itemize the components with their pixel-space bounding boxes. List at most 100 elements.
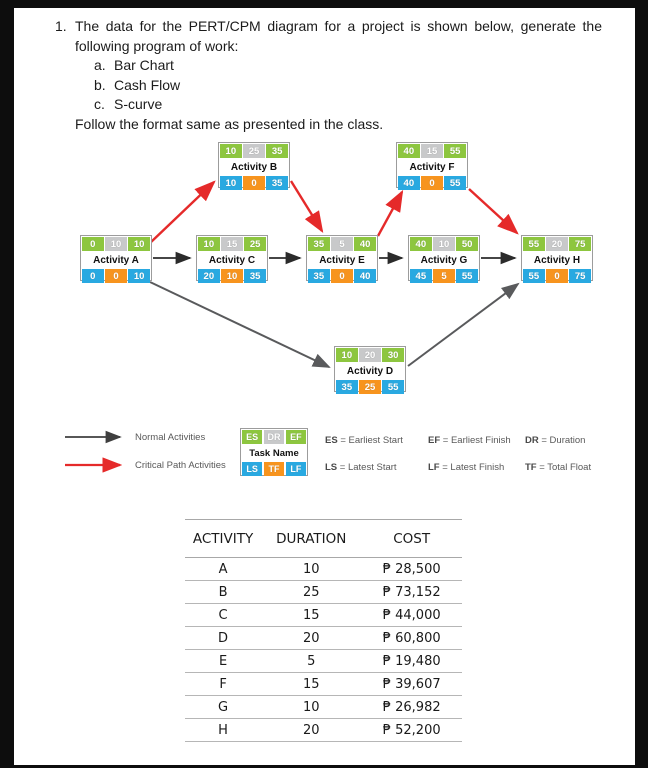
lf-cell: 75: [569, 269, 591, 283]
meaning: = Latest Finish: [439, 462, 505, 473]
activity-name: Activity G: [410, 252, 478, 268]
abbr: LS: [325, 462, 338, 473]
duration-cell: 20: [546, 237, 568, 251]
question-list: a. Bar Chart b. Cash Flow c. S-curve: [94, 56, 602, 115]
activity-node-d: 10 20 30 Activity D 35 25 55: [334, 346, 406, 394]
arrow-e-to-f-critical: [376, 189, 404, 237]
table-row: D 20 ₱ 60,800: [185, 626, 462, 650]
es-cell: 40: [398, 144, 420, 158]
question-block: 1. The data for the PERT/CPM diagram for…: [55, 17, 602, 134]
activity-node-e: 35 5 40 Activity E 35 0 40: [306, 235, 378, 283]
ls-cell: 45: [410, 269, 432, 283]
tf-cell: 0: [421, 176, 443, 190]
meaning: = Latest Start: [337, 462, 397, 473]
duration-cell: 20: [359, 348, 381, 362]
activity-cost-table: ACTIVITY DURATION COST A 10 ₱ 28,500 B 2…: [185, 519, 462, 742]
activity-cell: E: [185, 649, 262, 673]
cost-cell: ₱ 73,152: [361, 580, 462, 604]
ls-cell: LS: [242, 462, 263, 476]
arrow-b-to-e-critical: [289, 180, 324, 234]
list-item-bar-chart: a. Bar Chart: [94, 56, 602, 76]
duration-cell: 15: [221, 237, 243, 251]
task-name-cell: Task Name: [242, 445, 306, 461]
diagram-legend: Normal Activities Critical Path Activiti…: [0, 425, 648, 489]
table-row: H 20 ₱ 52,200: [185, 718, 462, 742]
activity-cell: C: [185, 603, 262, 627]
duration-cell: 25: [261, 580, 362, 604]
activity-cell: H: [185, 718, 262, 742]
ef-cell: 55: [444, 144, 466, 158]
es-cell: 0: [82, 237, 104, 251]
meaning: = Duration: [538, 435, 586, 446]
ef-cell: 10: [128, 237, 150, 251]
activity-name: Activity E: [308, 252, 376, 268]
duration-cell: 15: [261, 672, 362, 696]
question-paragraph: 1. The data for the PERT/CPM diagram for…: [55, 17, 602, 56]
tf-cell: 0: [105, 269, 127, 283]
legend-node-sample: ES DR EF Task Name LS TF LF: [240, 428, 308, 476]
activity-node-c: 10 15 25 Activity C 20 10 35: [196, 235, 268, 283]
abbr: EF: [428, 435, 441, 446]
activity-name: Activity D: [336, 363, 404, 379]
activity-cell: F: [185, 672, 262, 696]
activity-cell: A: [185, 557, 262, 581]
meaning: = Earliest Finish: [440, 435, 511, 446]
ls-cell: 20: [198, 269, 220, 283]
duration-cell: 10: [105, 237, 127, 251]
arrow-a-to-d: [149, 281, 331, 368]
table-row: G 10 ₱ 26,982: [185, 695, 462, 719]
definition-tf: TF = Total Float: [525, 462, 591, 473]
question-text: The data for the PERT/CPM diagram for a …: [75, 18, 602, 54]
diagram-arrows: [149, 180, 520, 368]
list-marker: b.: [94, 76, 106, 93]
table-row: C 15 ₱ 44,000: [185, 603, 462, 627]
cost-cell: ₱ 26,982: [361, 695, 462, 719]
abbr: LF: [428, 462, 440, 473]
activity-node-h: 55 20 75 Activity H 55 0 75: [521, 235, 593, 283]
tf-cell: 25: [359, 380, 381, 394]
list-item-cash-flow: b. Cash Flow: [94, 76, 602, 96]
activity-cell: G: [185, 695, 262, 719]
legend-arrows: [65, 430, 123, 473]
ls-cell: 55: [523, 269, 545, 283]
duration-cell: 10: [261, 557, 362, 581]
tf-cell: TF: [263, 462, 285, 476]
duration-cell: 20: [261, 718, 362, 742]
critical-path-activities-label: Critical Path Activities: [135, 460, 226, 471]
ls-cell: 35: [336, 380, 358, 394]
es-cell: 55: [523, 237, 545, 251]
question-follow-text: Follow the format same as presented in t…: [75, 115, 384, 132]
table-row: A 10 ₱ 28,500: [185, 557, 462, 581]
list-label: S-curve: [114, 96, 163, 112]
list-marker: a.: [94, 57, 106, 73]
ef-cell: 30: [382, 348, 404, 362]
activity-cell: D: [185, 626, 262, 650]
lf-cell: 35: [244, 269, 266, 283]
activity-node-g: 40 10 50 Activity G 45 5 55: [408, 235, 480, 283]
list-label: Cash Flow: [114, 76, 181, 93]
lf-cell: 10: [128, 269, 150, 283]
duration-cell: 25: [243, 144, 265, 158]
arrow-d-to-h: [407, 282, 520, 367]
activity-name: Activity C: [198, 252, 266, 268]
ls-cell: 10: [220, 176, 242, 190]
activity-node-a: 0 10 10 Activity A 0 0 10: [80, 235, 152, 283]
lf-cell: 55: [444, 176, 466, 190]
meaning: = Earliest Start: [337, 435, 403, 446]
ef-cell: 35: [266, 144, 288, 158]
list-item-s-curve: c. S-curve: [94, 95, 602, 115]
lf-cell: LF: [285, 462, 306, 476]
table-header-row: ACTIVITY DURATION COST: [185, 519, 462, 558]
es-cell: 10: [220, 144, 242, 158]
ef-cell: 50: [456, 237, 478, 251]
activity-node-f: 40 15 55 Activity F 40 0 55: [396, 142, 468, 190]
definition-ls: LS = Latest Start: [325, 462, 397, 473]
lf-cell: 55: [382, 380, 404, 394]
ls-cell: 0: [82, 269, 104, 283]
lf-cell: 35: [266, 176, 288, 190]
activity-name: Activity B: [220, 159, 288, 175]
header-cost: COST: [361, 519, 462, 558]
pert-cpm-diagram: 10 25 35 Activity B 10 0 35 40 15 55 Act…: [0, 135, 648, 397]
duration-cell: 10: [433, 237, 455, 251]
